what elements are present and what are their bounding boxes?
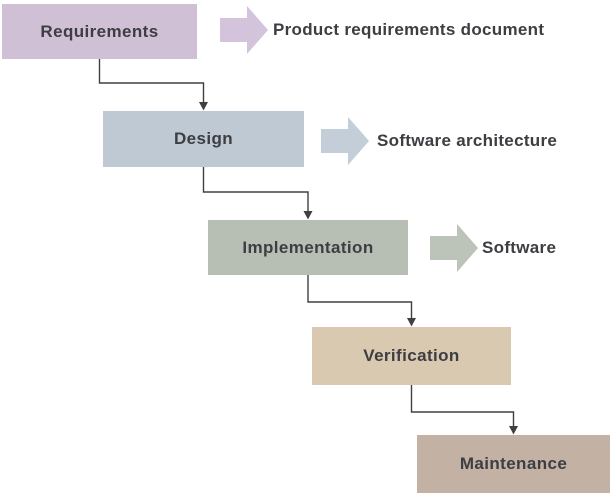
block-arrow-icon [321, 117, 369, 165]
stage-label: Requirements [40, 21, 159, 41]
connector-design-implementation [202, 167, 313, 220]
stage-requirements: Requirements [2, 4, 197, 59]
block-arrow-icon [430, 224, 478, 272]
block-arrow-icon [220, 6, 268, 54]
connector-verification-maintenance [410, 385, 518, 435]
stage-maintenance: Maintenance [417, 435, 610, 493]
stage-label: Implementation [242, 237, 374, 257]
output-label-implementation: Software [482, 238, 557, 257]
stage-design: Design [103, 111, 304, 167]
output-label-design: Software architecture [377, 131, 558, 150]
stage-implementation: Implementation [208, 220, 408, 275]
stage-label: Maintenance [459, 454, 568, 473]
connector-requirements-design [98, 59, 208, 111]
stage-verification: Verification [312, 327, 511, 385]
stage-label: Design [173, 129, 234, 148]
connector-implementation-verification [307, 275, 416, 327]
output-label-requirements: Product requirements document [273, 20, 545, 39]
stage-label: Verification [363, 346, 460, 365]
